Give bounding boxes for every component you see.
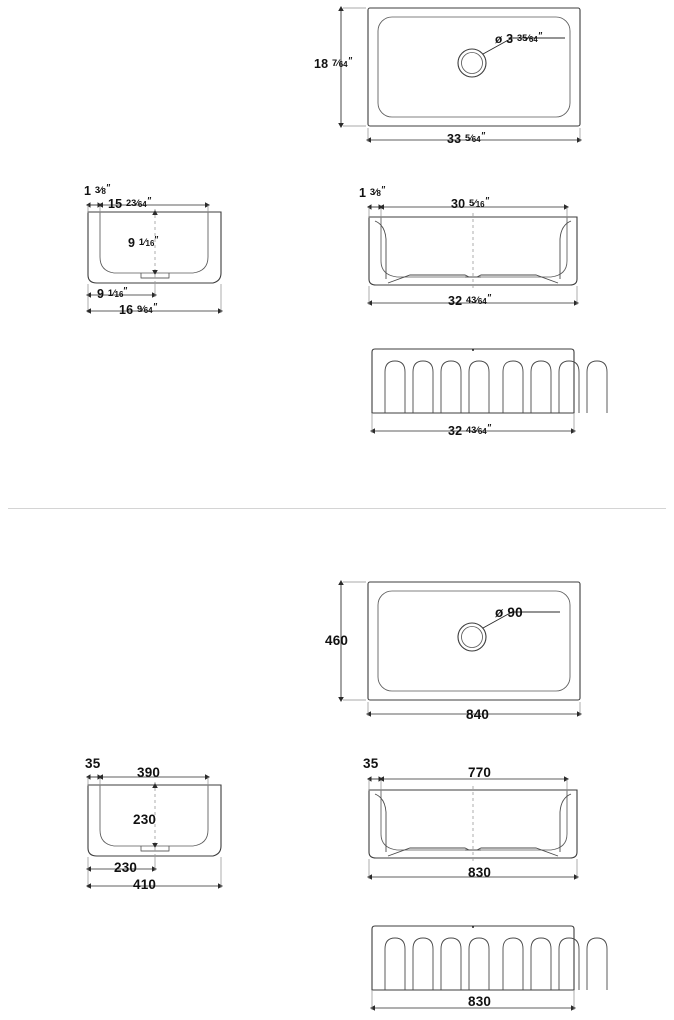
top-view-width-dim-imperial: 33 5⁄64″	[447, 131, 486, 147]
front-view-overall-dim-metric: 830	[468, 865, 492, 880]
front-view-top-dim-metric: 770	[468, 765, 492, 780]
front-view-rim-dim-imperial: 1 3⁄8″	[359, 185, 386, 201]
side-view-bottom-dim-imperial: 9 1⁄16″	[97, 286, 128, 302]
top-view-drain-dim-metric: ø 90	[495, 605, 523, 620]
top-view-imperial	[338, 6, 582, 143]
apron-view-metric	[370, 925, 608, 1011]
top-view-height-dim-imperial: 18 7⁄64″	[314, 56, 353, 72]
side-view-metric	[86, 774, 223, 889]
top-view-drain-dim-imperial: ø 3 35⁄64″	[495, 31, 543, 47]
side-view-overall-dim-imperial: 16 9⁄64″	[119, 302, 158, 318]
top-view-width-dim-metric: 840	[466, 707, 490, 722]
side-view-overall-dim-metric: 410	[133, 877, 157, 892]
side-view-depth-dim-imperial: 9 1⁄16″	[128, 235, 159, 251]
side-view-bottom-dim-metric: 230	[114, 860, 138, 875]
top-view-height-dim-metric: 460	[325, 633, 349, 648]
apron-view-width-dim-imperial: 32 43⁄64″	[448, 423, 492, 439]
front-view-metric	[367, 776, 579, 880]
top-view-metric	[338, 580, 582, 717]
side-view-top-dim-metric: 390	[137, 765, 161, 780]
apron-view-imperial	[370, 348, 608, 434]
side-view-top-dim-imperial: 15 23⁄64″	[108, 196, 152, 212]
side-view-rim-dim-imperial: 1 3⁄8″	[84, 183, 111, 199]
front-view-top-dim-imperial: 30 5⁄16″	[451, 196, 490, 212]
side-view-rim-dim-metric: 35	[85, 756, 101, 771]
front-view-rim-dim-metric: 35	[363, 756, 379, 771]
section-divider	[8, 508, 666, 509]
front-view-imperial	[367, 204, 579, 306]
side-view-depth-dim-metric: 230	[133, 812, 157, 827]
side-view-imperial	[86, 202, 223, 314]
apron-view-width-dim-metric: 830	[468, 994, 492, 1009]
front-view-overall-dim-imperial: 32 43⁄64″	[448, 293, 492, 309]
